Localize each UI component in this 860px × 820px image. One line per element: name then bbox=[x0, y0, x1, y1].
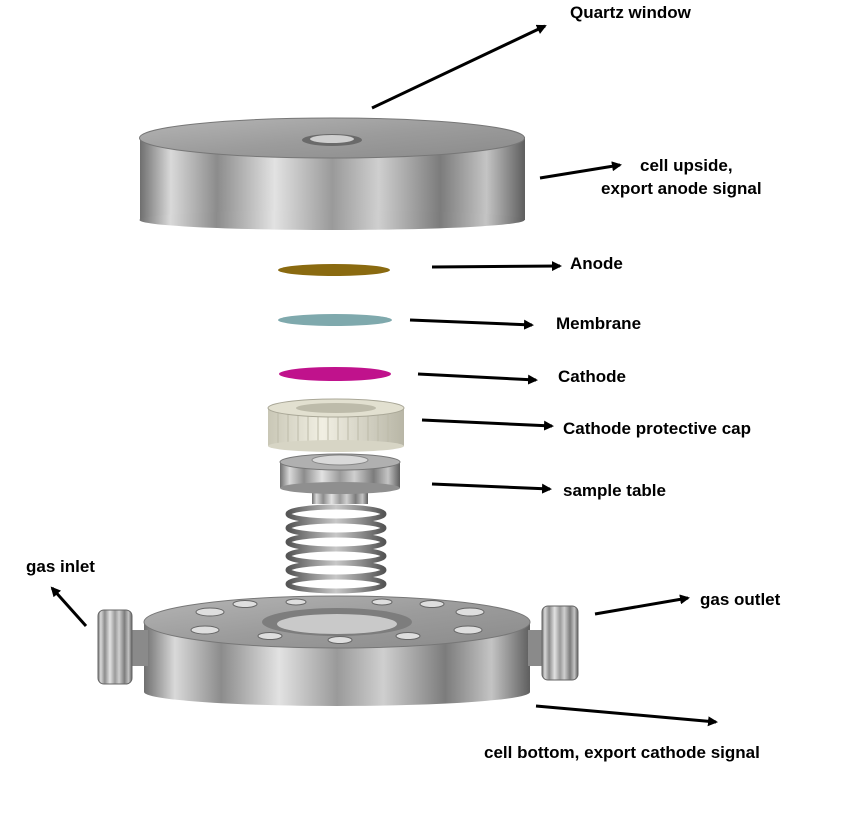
membrane-label: Membrane bbox=[556, 314, 642, 333]
anode-arrow bbox=[431, 261, 562, 272]
cathode-label: Cathode bbox=[558, 367, 626, 386]
cell-bottom-arrow bbox=[535, 704, 718, 727]
gas-outlet-label: gas outlet bbox=[700, 590, 781, 609]
cell-upside-label-line1: cell upside, bbox=[640, 156, 733, 175]
anode-disc bbox=[278, 264, 390, 276]
membrane-arrow bbox=[409, 318, 534, 330]
cathode-disc bbox=[279, 367, 391, 381]
gas-inlet-label: gas inlet bbox=[26, 557, 95, 576]
gas-inlet-arrow bbox=[50, 586, 88, 628]
cell-bottom-part bbox=[143, 595, 531, 706]
gas-outlet-arrow bbox=[594, 594, 690, 616]
quartz-window-arrow bbox=[371, 24, 547, 110]
cathode-protective-cap-part bbox=[267, 398, 405, 452]
sample-table-arrow bbox=[431, 482, 552, 494]
membrane-disc bbox=[278, 314, 392, 326]
sample-table-label: sample table bbox=[563, 481, 666, 500]
spring-part bbox=[285, 504, 387, 594]
sample-table-part bbox=[279, 453, 401, 504]
cathode-cap-arrow bbox=[421, 418, 554, 431]
cell-bottom-label: cell bottom, export cathode signal bbox=[484, 743, 760, 762]
gas-outlet-fitting bbox=[528, 605, 579, 681]
cell-upside-label-line2: export anode signal bbox=[601, 179, 762, 198]
cell-upside-part bbox=[139, 117, 525, 230]
cell-upside-arrow bbox=[539, 161, 622, 180]
anode-label: Anode bbox=[570, 254, 623, 273]
gas-inlet-fitting bbox=[97, 609, 148, 685]
cathode-cap-label: Cathode protective cap bbox=[563, 419, 751, 438]
cathode-arrow bbox=[417, 372, 538, 385]
quartz-window-label: Quartz window bbox=[570, 3, 691, 22]
